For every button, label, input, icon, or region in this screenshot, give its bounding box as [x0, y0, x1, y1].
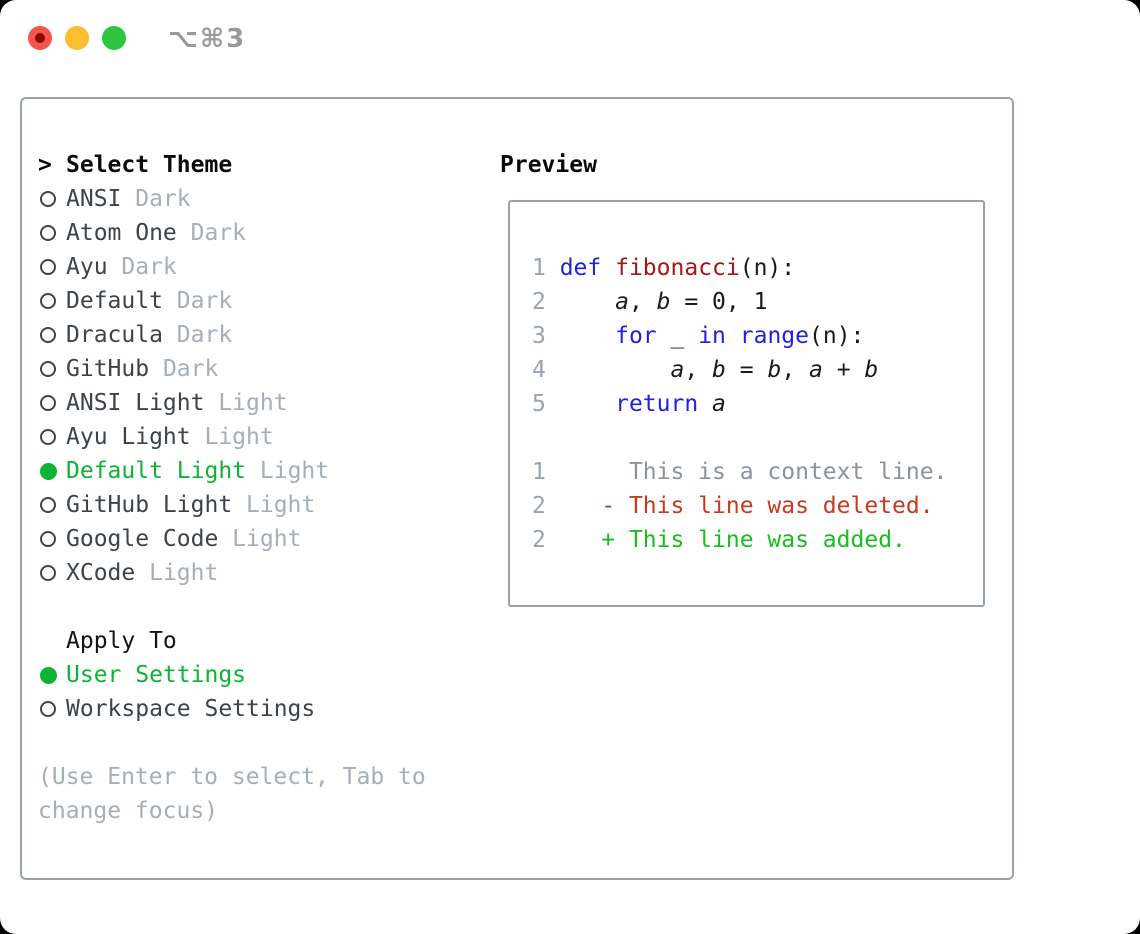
theme-name: Ayu Light — [66, 424, 205, 450]
apply-option-label: Workspace Settings — [66, 696, 316, 722]
code-line: 2 + This line was added. — [532, 527, 906, 553]
theme-variant-tag: Light — [218, 390, 288, 416]
theme-option-github[interactable]: GitHub Dark — [38, 352, 478, 386]
preview-code: 1 def fibonacci(n): 2 a, b = 0, 1 3 for _ … — [532, 251, 983, 557]
apply-option-workspace-settings[interactable]: Workspace Settings — [38, 692, 478, 726]
code-line: 1 def fibonacci(n): — [532, 255, 796, 281]
spacer — [38, 590, 478, 624]
theme-option-ayu-light[interactable]: Ayu Light Light — [38, 420, 478, 454]
theme-variant-tag: Dark — [121, 254, 177, 280]
theme-variant-tag: Light — [246, 492, 316, 518]
titlebar: ⌥⌘3 — [0, 0, 1140, 76]
radio-icon — [38, 352, 66, 386]
code-line: 4 a, b = b, a + b — [532, 357, 879, 383]
theme-option-google-code[interactable]: Google Code Light — [38, 522, 478, 556]
theme-name: ANSI — [66, 186, 136, 212]
theme-option-default-light[interactable]: Default Light Light — [38, 454, 478, 488]
apply-option-label: User Settings — [66, 662, 247, 688]
theme-variant-tag: Light — [204, 424, 274, 450]
theme-variant-tag: Dark — [135, 186, 191, 212]
close-button[interactable] — [28, 26, 52, 50]
radio-icon — [38, 522, 66, 556]
code-line: 3 for _ in range(n): — [532, 323, 865, 349]
theme-option-ansi[interactable]: ANSI Dark — [38, 182, 478, 216]
theme-name: XCode — [66, 560, 150, 586]
theme-name: Default — [66, 288, 177, 314]
theme-name: ANSI Light — [66, 390, 219, 416]
theme-option-xcode[interactable]: XCode Light — [38, 556, 478, 590]
apply-to-icon-gap — [38, 624, 66, 658]
radio-icon — [38, 250, 66, 284]
theme-name: Atom One — [66, 220, 191, 246]
radio-icon — [38, 216, 66, 250]
theme-variant-tag: Light — [149, 560, 219, 586]
theme-variant-tag: Dark — [176, 288, 233, 314]
minimize-button[interactable] — [65, 26, 89, 50]
window-title: ⌥⌘3 — [168, 24, 247, 54]
theme-name: GitHub — [66, 356, 163, 382]
radio-icon — [38, 454, 66, 488]
apply-to-title: Apply To — [66, 628, 177, 654]
zoom-button[interactable] — [102, 26, 126, 50]
apply-option-user-settings[interactable]: User Settings — [38, 658, 478, 692]
theme-option-github-light[interactable]: GitHub Light Light — [38, 488, 478, 522]
theme-list-header: > Select Theme — [38, 148, 478, 182]
preview-pane: 1 def fibonacci(n): 2 a, b = 0, 1 3 for _ … — [508, 200, 985, 607]
apply-to-header: Apply To — [38, 624, 478, 658]
theme-option-atom-one[interactable]: Atom One Dark — [38, 216, 478, 250]
radio-icon — [38, 284, 66, 318]
theme-list-title: Select Theme — [66, 152, 233, 178]
radio-icon — [38, 488, 66, 522]
theme-variant-tag: Dark — [190, 220, 247, 246]
radio-icon — [38, 420, 66, 454]
theme-option-default[interactable]: Default Dark — [38, 284, 478, 318]
theme-name: Google Code — [66, 526, 233, 552]
theme-variant-tag: Light — [259, 458, 330, 484]
radio-icon — [38, 556, 66, 590]
cursor-glyph: > — [38, 152, 52, 178]
cursor-indicator: > — [38, 148, 66, 182]
code-line: 5 return a — [532, 391, 726, 417]
code-line: 2 a, b = 0, 1 — [532, 289, 768, 315]
theme-name: Dracula — [66, 322, 177, 348]
theme-option-dracula[interactable]: Dracula Dark — [38, 318, 478, 352]
spacer — [38, 726, 478, 760]
theme-variant-tag: Light — [232, 526, 302, 552]
theme-name: Default Light — [66, 458, 260, 484]
keyboard-hint: (Use Enter to select, Tab to change focu… — [38, 764, 426, 824]
radio-icon — [38, 318, 66, 352]
radio-icon — [38, 386, 66, 420]
theme-option-ayu[interactable]: Ayu Dark — [38, 250, 478, 284]
theme-name: Ayu — [66, 254, 122, 280]
theme-variant-tag: Dark — [176, 322, 233, 348]
preview-title: Preview — [500, 152, 597, 178]
theme-option-ansi-light[interactable]: ANSI Light Light — [38, 386, 478, 420]
code-line: 1 This is a context line. — [532, 459, 948, 485]
radio-icon — [38, 658, 66, 692]
radio-icon — [38, 182, 66, 216]
code-line: 2 - This line was deleted. — [532, 493, 934, 519]
radio-icon — [38, 692, 66, 726]
theme-variant-tag: Dark — [162, 356, 219, 382]
code-line — [532, 421, 983, 455]
close-button-dot-icon — [35, 33, 45, 43]
theme-name: GitHub Light — [66, 492, 247, 518]
